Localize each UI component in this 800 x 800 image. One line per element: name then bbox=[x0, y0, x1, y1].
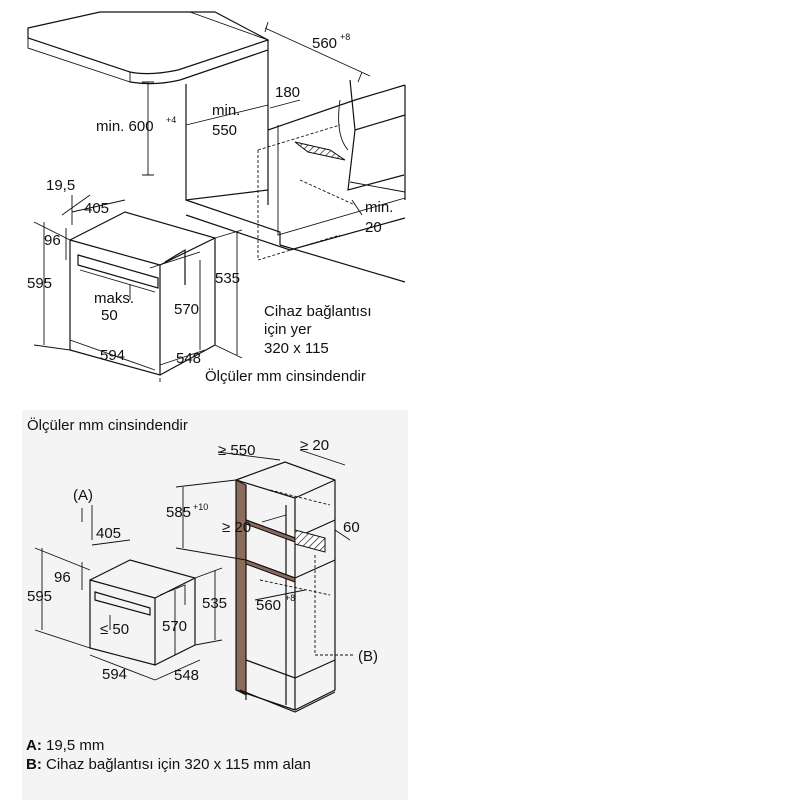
top-dim-405: 405 bbox=[84, 200, 109, 217]
top-dim-96: 96 bbox=[44, 232, 61, 249]
tall-cabinet bbox=[235, 461, 336, 711]
legend: A: 19,5 mm B: Cihaz bağlantısı için 320 … bbox=[26, 736, 311, 774]
top-min-600-sup: +4 bbox=[166, 115, 176, 125]
bottom-dim-594: 594 bbox=[102, 666, 127, 683]
bottom-dim-le50: ≤ 50 bbox=[100, 621, 129, 638]
worktop bbox=[27, 11, 270, 75]
bottom-dim-96: 96 bbox=[54, 569, 71, 586]
bottom-dim-595: 595 bbox=[27, 588, 52, 605]
top-min-20-b: 20 bbox=[365, 219, 382, 236]
top-dim-570: 570 bbox=[174, 301, 199, 318]
top-dim-535: 535 bbox=[215, 270, 240, 287]
top-dim-595: 595 bbox=[27, 275, 52, 292]
connection-area-bottom bbox=[294, 529, 326, 553]
bottom-dim-ge20-top: ≥ 20 bbox=[300, 437, 329, 454]
bottom-dim-560: 560 bbox=[256, 597, 281, 614]
legend-a-text: 19,5 mm bbox=[41, 737, 105, 754]
bottom-label-a: (A) bbox=[73, 487, 93, 504]
bottom-dim-570: 570 bbox=[162, 618, 187, 635]
bottom-dim-ge20-mid: ≥ 20 bbox=[222, 519, 251, 536]
bottom-units-note: Ölçüler mm cinsindendir bbox=[27, 416, 188, 434]
top-dim-560: 560 bbox=[312, 35, 337, 52]
top-conn-line1: Cihaz bağlantısı bbox=[264, 303, 372, 320]
bottom-dim-60: 60 bbox=[343, 519, 360, 536]
top-min-550-b: 550 bbox=[212, 122, 237, 139]
top-conn-line2: için yer bbox=[264, 321, 312, 338]
bottom-dim-560-sup: +8 bbox=[285, 593, 295, 603]
legend-b-key: B: bbox=[26, 756, 42, 773]
bottom-dim-585: 585 bbox=[166, 504, 191, 521]
bottom-label-b: (B) bbox=[358, 648, 378, 665]
top-maks-a: maks. bbox=[94, 290, 134, 307]
legend-b: B: Cihaz bağlantısı için 320 x 115 mm al… bbox=[26, 755, 311, 774]
top-dim-19-5: 19,5 bbox=[46, 177, 75, 194]
connection-area-top bbox=[294, 141, 346, 161]
top-min-20-a: min. bbox=[365, 199, 393, 216]
top-min-550-a: min. bbox=[212, 102, 240, 119]
top-min-600: min. 600 bbox=[96, 118, 154, 135]
top-dim-548: 548 bbox=[176, 350, 201, 367]
bottom-dim-548: 548 bbox=[174, 667, 199, 684]
legend-a-key: A: bbox=[26, 737, 42, 754]
legend-b-text: Cihaz bağlantısı için 320 x 115 mm alan bbox=[41, 756, 311, 773]
top-units-note: Ölçüler mm cinsindendir bbox=[205, 367, 366, 385]
bottom-dim-405: 405 bbox=[96, 525, 121, 542]
bottom-dim-535: 535 bbox=[202, 595, 227, 612]
top-dim-180: 180 bbox=[275, 84, 300, 101]
top-dim-560-sup: +8 bbox=[340, 32, 350, 42]
top-conn-line3: 320 x 115 bbox=[264, 340, 329, 357]
legend-a: A: 19,5 mm bbox=[26, 736, 311, 755]
top-maks-b: 50 bbox=[101, 307, 118, 324]
bottom-dim-585-sup: +10 bbox=[193, 502, 208, 512]
bottom-dim-ge550: ≥ 550 bbox=[218, 442, 255, 459]
bottom-diagram: Ölçüler mm cinsindendir ≥ 550 ≥ 20 585 +… bbox=[27, 416, 378, 713]
top-diagram: 560 +8 180 min. 550 min. 600 +4 min. 20 … bbox=[27, 11, 406, 385]
top-dim-594: 594 bbox=[100, 347, 125, 364]
